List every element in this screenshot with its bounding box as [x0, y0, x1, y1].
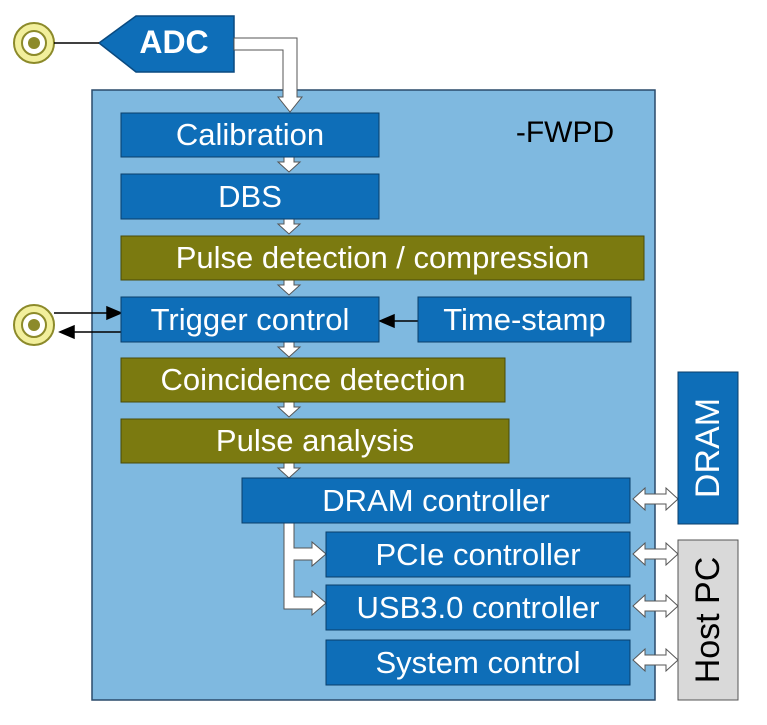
adc-label: ADC: [139, 23, 209, 60]
usb-controller-block: USB3.0 controller: [356, 589, 600, 625]
pcie-controller-block: PCIe controller: [375, 536, 581, 572]
dram-device-rect: [677, 371, 739, 525]
flow-arrows: [276, 156, 327, 617]
fpga-name: -FWPD: [515, 116, 615, 149]
system-control-rect: [325, 639, 631, 686]
time-stamp-block: Time-stamp: [443, 301, 606, 337]
coincidence-rect: [120, 357, 506, 403]
dram-device: DRAM: [688, 397, 727, 499]
trigger-control-block: Trigger control: [150, 301, 350, 337]
calibration-block: Calibration: [175, 117, 325, 152]
coincidence-block: Coincidence detection: [160, 362, 466, 397]
pcie-controller-rect: [325, 531, 631, 578]
pulse-detection-rect: [120, 235, 645, 281]
processing-blocks: [120, 112, 645, 686]
dram-controller-rect: [241, 477, 631, 524]
pulse-analysis-rect: [120, 418, 510, 464]
input-connector-icon: [13, 22, 55, 64]
pulse-analysis-block: Pulse analysis: [215, 423, 415, 458]
trigger-connector-icon: [13, 304, 55, 346]
system-control-block: System control: [375, 644, 581, 680]
dbs-rect: [120, 173, 380, 220]
usb-controller-rect: [325, 584, 631, 631]
adc-output-arrow: [233, 37, 304, 113]
time-stamp-rect: [417, 296, 632, 343]
trigger-control-rect: [120, 296, 380, 343]
host-pc-device: Host PC: [688, 556, 727, 684]
dram-controller-block: DRAM controller: [322, 482, 550, 518]
host-pc-rect: [677, 539, 739, 701]
dbs-block: DBS: [218, 178, 282, 214]
trigger-io-arrows: [54, 305, 418, 340]
pulse-detection-block: Pulse detection / compression: [175, 240, 590, 275]
calibration-rect: [120, 112, 380, 158]
